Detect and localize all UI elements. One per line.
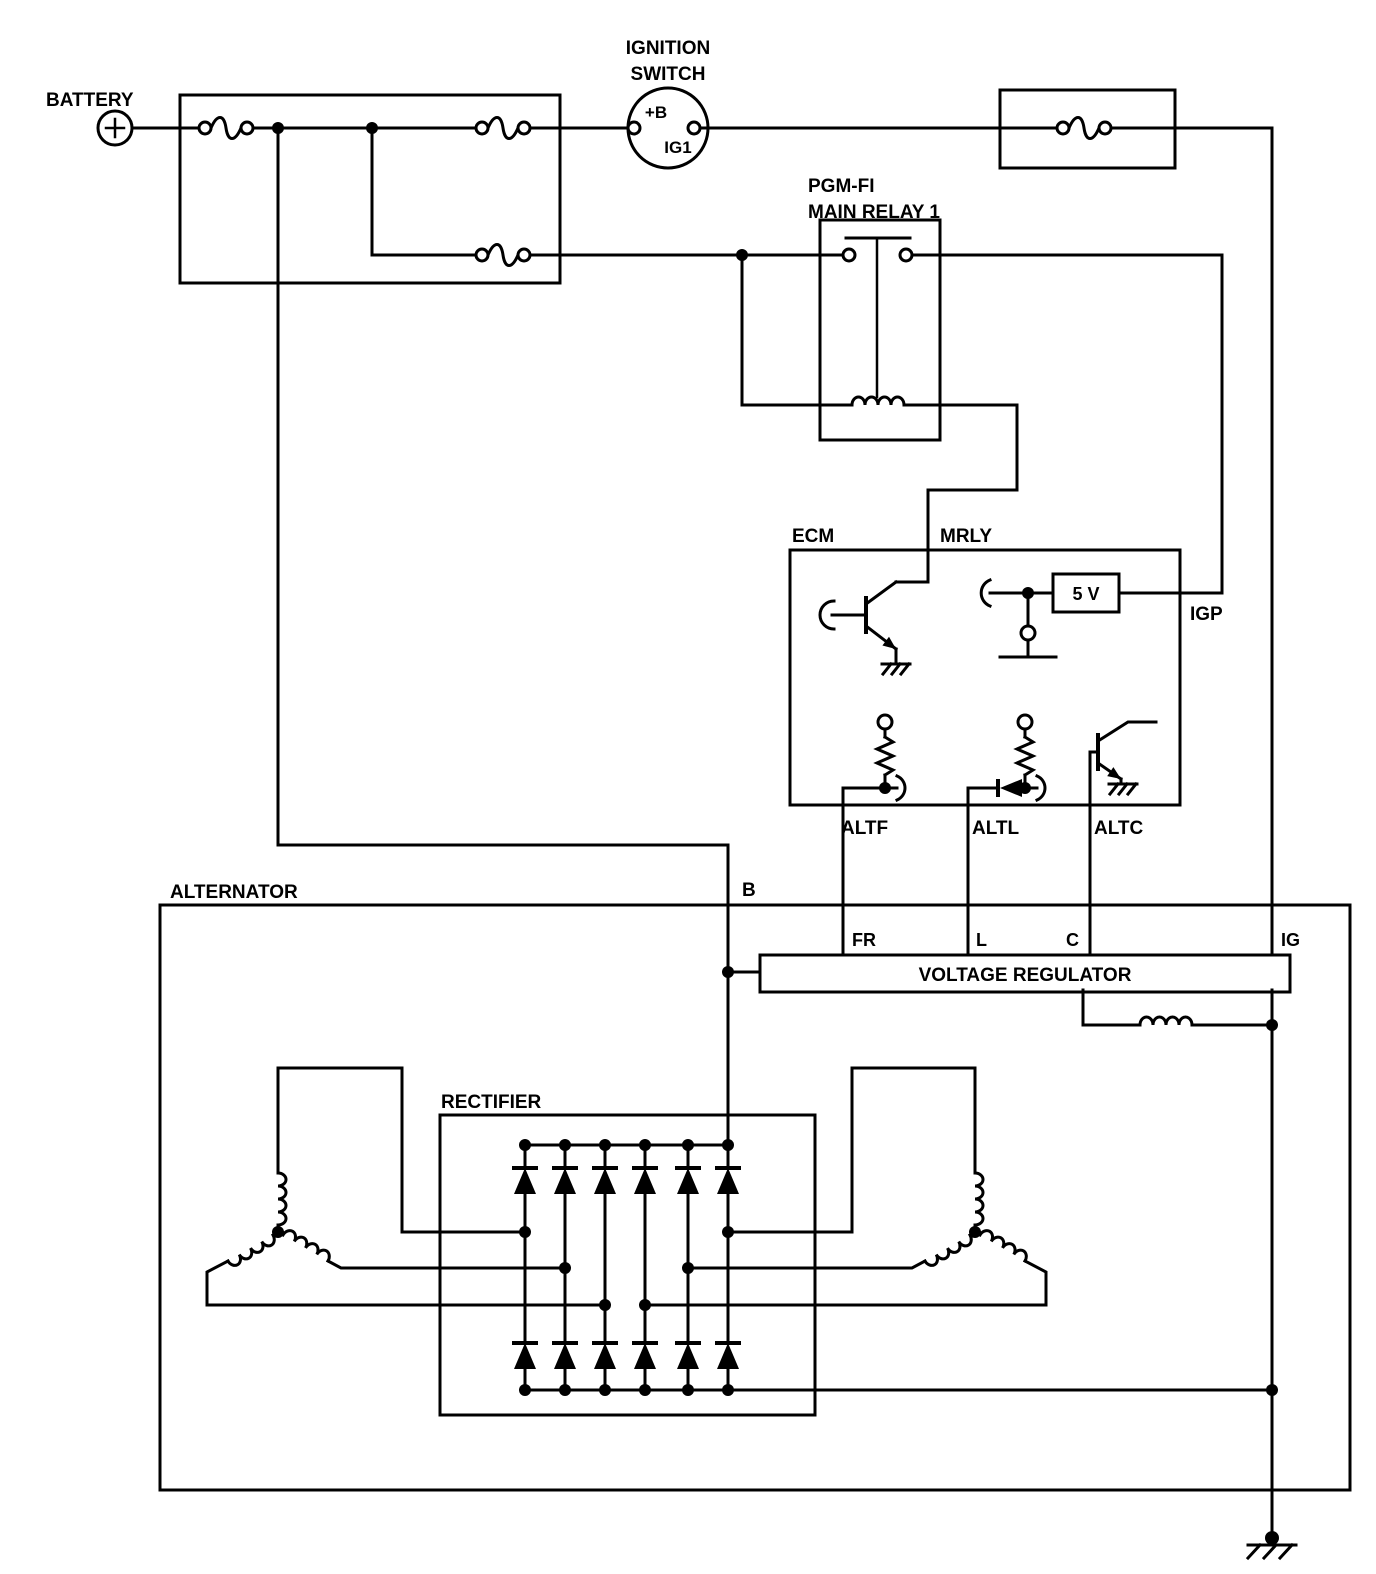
- relay-label-line1: PGM-FI: [808, 176, 875, 197]
- stator-coil-icon: [978, 1226, 1031, 1263]
- junction-dots: [272, 122, 1279, 1545]
- terminal-b-name: B: [742, 880, 756, 901]
- battery-plus-icon: [104, 117, 126, 139]
- fuse-icon: [474, 109, 532, 147]
- ignition-terminal-b: [626, 120, 642, 136]
- fuse-icon: [1055, 109, 1113, 147]
- ecm: ECM MRLY 5 V IGP ALTF ALTL ALTC: [788, 526, 1223, 839]
- diode-icon: [592, 1341, 618, 1371]
- fuse-box-2: [998, 88, 1177, 170]
- diode-icon: [632, 1341, 658, 1371]
- voltage-regulator-label: VOLTAGE REGULATOR: [919, 965, 1132, 986]
- diode-icon: [1000, 779, 1022, 797]
- switch-contact-icon: [1019, 624, 1037, 642]
- transistor-emitter-arrow-icon: [1107, 767, 1121, 779]
- terminal-ig-label: IG: [1281, 930, 1300, 950]
- ecm-label: ECM: [792, 526, 834, 547]
- wire-stator-left: [205, 1066, 607, 1307]
- igp-label: IGP: [1190, 604, 1223, 625]
- terminal-l-label: L: [976, 930, 987, 950]
- ground-junction: [1265, 1531, 1279, 1545]
- diode-icon: [552, 1341, 578, 1371]
- diode-icon: [552, 1166, 578, 1196]
- diode-icon: [592, 1166, 618, 1196]
- diode-icon: [675, 1341, 701, 1371]
- wire-regulator-field: [1081, 988, 1274, 1027]
- fuse-box-1-outline: [178, 93, 562, 285]
- diode-icon: [715, 1166, 741, 1196]
- pgm-fi-main-relay: PGM-FI MAIN RELAY 1: [808, 176, 942, 442]
- terminal-c-label: C: [1066, 930, 1079, 950]
- altf-pullup-contact: [876, 713, 894, 731]
- stator-right: [923, 1171, 1031, 1270]
- diode-icon: [675, 1166, 701, 1196]
- stator-coil-icon: [923, 1233, 976, 1270]
- alternator-outline: [158, 903, 1352, 1492]
- fuse-icon: [474, 236, 532, 274]
- relay-label-line2: MAIN RELAY 1: [808, 202, 940, 223]
- diode-icon: [715, 1341, 741, 1371]
- stator-coil-icon: [281, 1226, 334, 1263]
- stator-coil-icon: [973, 1171, 985, 1227]
- rectifier-outline: [438, 1113, 817, 1417]
- fuse-icon: [197, 109, 255, 147]
- stator-coil-icon: [226, 1233, 279, 1270]
- relay-contact-out: [898, 247, 914, 263]
- terminal-b-label: +B: [645, 103, 667, 122]
- ground-icon: [1107, 782, 1139, 796]
- mrly-label: MRLY: [940, 526, 992, 547]
- altl-label: ALTL: [972, 818, 1020, 839]
- ignition-switch: IGNITION SWITCH +B IG1: [626, 38, 710, 170]
- voltage-regulator-box: [758, 953, 1292, 994]
- fuse-box-1: [178, 93, 562, 285]
- altc-label: ALTC: [1094, 818, 1144, 839]
- battery-label: BATTERY: [46, 90, 134, 111]
- terminal-fr-label: FR: [852, 930, 876, 950]
- relay-outline: [818, 218, 942, 442]
- rectifier-label: RECTIFIER: [441, 1092, 542, 1113]
- five-volt-box: [1051, 572, 1121, 614]
- stator-coil-icon: [276, 1171, 288, 1227]
- wire-alt-terminals: [276, 126, 1092, 1147]
- altf-label: ALTF: [841, 818, 888, 839]
- wire-ig-ground: [1245, 988, 1298, 1561]
- alternator: ALTERNATOR B FR L C IG VOLTAGE REGULATOR…: [158, 880, 1352, 1492]
- ignition-switch-label-line2: SWITCH: [631, 64, 706, 85]
- ground-icon: [880, 662, 912, 676]
- alternator-label: ALTERNATOR: [170, 882, 298, 903]
- diode-icon: [512, 1341, 538, 1371]
- wire-ecm-pin-arcs: [818, 578, 1047, 802]
- diode-icon: [632, 1166, 658, 1196]
- ignition-terminal-ig1: [686, 120, 702, 136]
- transistor-emitter-arrow-icon: [882, 636, 896, 649]
- relay-contact-in: [841, 247, 857, 263]
- terminal-ig1-label: IG1: [664, 138, 691, 157]
- ecm-outline: [788, 548, 1182, 807]
- battery: BATTERY: [46, 90, 134, 147]
- fuse-box-2-outline: [998, 88, 1177, 170]
- rotor-coil-icon: [1138, 1015, 1194, 1027]
- diode-icon: [512, 1166, 538, 1196]
- ignition-switch-label-line1: IGNITION: [626, 38, 710, 59]
- wire-relay-circuit: [740, 236, 1224, 595]
- altl-pullup-contact: [1016, 713, 1034, 731]
- wire-stator-right: [643, 1066, 1048, 1307]
- wire-main-supply: [130, 126, 1274, 957]
- five-volt-label: 5 V: [1072, 584, 1099, 604]
- wires: [130, 126, 1298, 1561]
- stator-left: [226, 1171, 334, 1270]
